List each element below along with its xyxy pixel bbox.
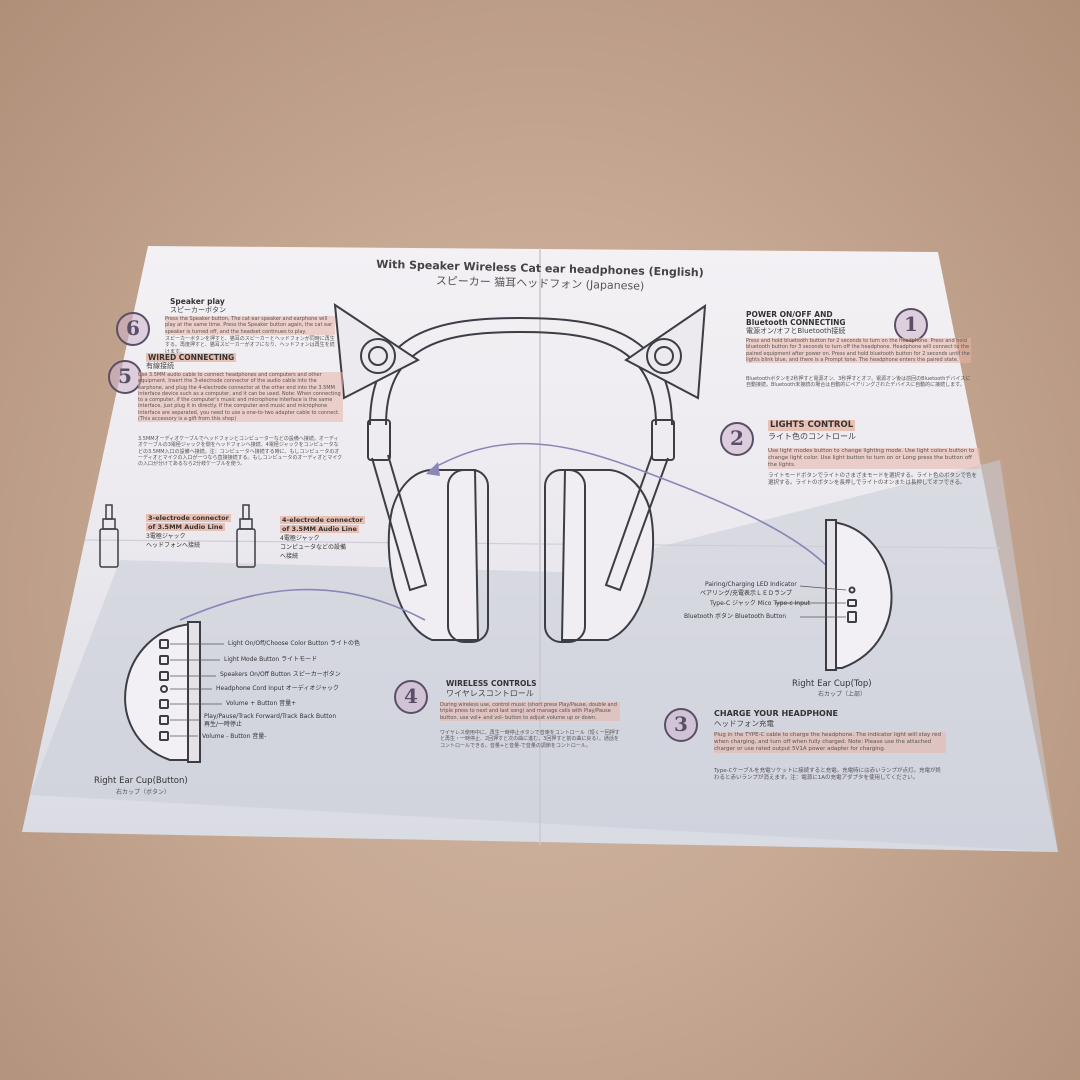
section-body: Use light modes button to change lightin… — [768, 448, 980, 469]
section-body: During wireless use, control music (shor… — [440, 702, 620, 721]
headphone-icon — [333, 303, 707, 643]
audio-jack-icon — [99, 504, 256, 568]
section-body: Use 3.5MM audio cable to connect headpho… — [138, 372, 343, 422]
shaded-area — [30, 460, 1058, 852]
cup-label-jp: 再生/一時停止 — [204, 721, 243, 728]
connector-label: 3-electrode connector — [146, 514, 231, 523]
section-title: LIGHTS CONTROL — [768, 420, 856, 431]
section-title-jp: 有線接続 — [146, 362, 174, 370]
section-body-jp: Bluetoothボタンを2秒押すと電源オン、3秒押すとオフ。電源オン後は前回の… — [746, 376, 971, 389]
cup-label: Play/Pause/Track Forward/Track Back Butt… — [204, 713, 337, 720]
step-badge-1: 1 — [894, 308, 928, 342]
section-body-jp: Type-Cケーブルを充電ソケットに接続すると充電。充電時には赤いランプが点灯。… — [714, 768, 941, 781]
cup-caption-jp: 右カップ（ボタン） — [116, 789, 171, 796]
cup-label: Pairing/Charging LED Indicator — [705, 581, 797, 588]
connector-label-jp: へ接続 — [280, 553, 299, 560]
section-body: Press the Speaker button, The cat ear sp… — [165, 316, 335, 335]
section-title-jp: ライト色のコントロール — [768, 432, 856, 441]
section-title: Speaker play — [170, 297, 225, 306]
section-title: WIRELESS CONTROLS — [446, 679, 537, 688]
step-badge-3: 3 — [664, 708, 698, 742]
connector-label-jp: 3電極ジャック — [146, 533, 186, 540]
section-title: WIRED CONNECTING — [146, 353, 237, 363]
section-title-jp: スピーカーボタン — [170, 306, 226, 314]
connector-label-jp: ヘッドフォンへ接続 — [146, 542, 201, 549]
section-title: CHARGE YOUR HEADPHONE — [714, 709, 838, 718]
step-badge-5: 5 — [108, 360, 142, 394]
section-title: POWER ON/OFF AND — [746, 310, 833, 319]
cup-label: Bluetooth ボタン Bluetooth Button — [684, 613, 787, 620]
section-title: Bluetooth CONNECTING — [746, 318, 846, 327]
ear-cup-icon — [124, 621, 201, 763]
connector-label-jp: コンピュータなどの設備 — [280, 544, 347, 551]
cup-caption-jp: 右カップ（上部） — [818, 691, 867, 698]
section-title-jp: 電源オン/オフとBluetooth接続 — [746, 327, 846, 335]
connector-label: 4-electrode connector — [280, 516, 365, 525]
cup-label: Light On/Off/Choose Color Button ライトの色 — [228, 640, 360, 647]
cup-label: Volume - Button 音量- — [202, 733, 267, 740]
cup-caption: Right Ear Cup(Button) — [94, 776, 188, 786]
section-title-jp: ヘッドフォン充電 — [714, 719, 774, 728]
cup-label: Light Mode Button ライトモード — [224, 656, 318, 663]
cup-label: Volume + Button 音量+ — [226, 700, 297, 707]
connector-label-jp: 4電極ジャック — [280, 535, 320, 542]
step-badge-6: 6 — [116, 312, 150, 346]
section-title-jp: ワイヤレスコントロール — [446, 689, 534, 698]
step-badge-4: 4 — [394, 680, 428, 714]
section-body: Plug in the TYPE-C cable to charge the h… — [714, 732, 946, 753]
cable-line — [429, 442, 846, 591]
cup-label: Type-C ジャック Mico Type-c Input — [710, 600, 811, 607]
section-body: Press and hold bluetooth button for 2 se… — [746, 338, 971, 363]
cup-label: Speakers On/Off Button スピーカーボタン — [220, 671, 341, 678]
cat-ear-speaker-icon — [333, 303, 707, 400]
section-body-jp: スピーカーボタンを押すと、猫耳のスピーカーとヘッドフォンが同時に再生する。再度押… — [165, 336, 335, 355]
cup-label-jp: ペアリング/充電表示ＬＥＤランプ — [700, 590, 792, 597]
cup-label: Headphone Cord Input オーディオジャック — [216, 685, 340, 692]
section-body-jp: 3.5MMオーディオケーブルでヘッドフォンとコンピューターなどの設備へ接続。オー… — [138, 436, 343, 467]
section-body-jp: ライトモードボタンでライトのさまざまモードを選択する。ライト色のボタンで色を選択… — [768, 473, 978, 486]
ear-cup-icon — [825, 519, 893, 671]
connector-label: of 3.5MM Audio Line — [280, 525, 359, 534]
section-body-jp: ワイヤレス使用中に、再生一時停止ボタンで音楽をコントロール（短く一回押すと再生・… — [440, 730, 620, 749]
connector-label: of 3.5MM Audio Line — [146, 523, 225, 532]
cable-line — [179, 588, 426, 621]
cup-caption: Right Ear Cup(Top) — [792, 679, 872, 689]
step-badge-2: 2 — [720, 422, 754, 456]
